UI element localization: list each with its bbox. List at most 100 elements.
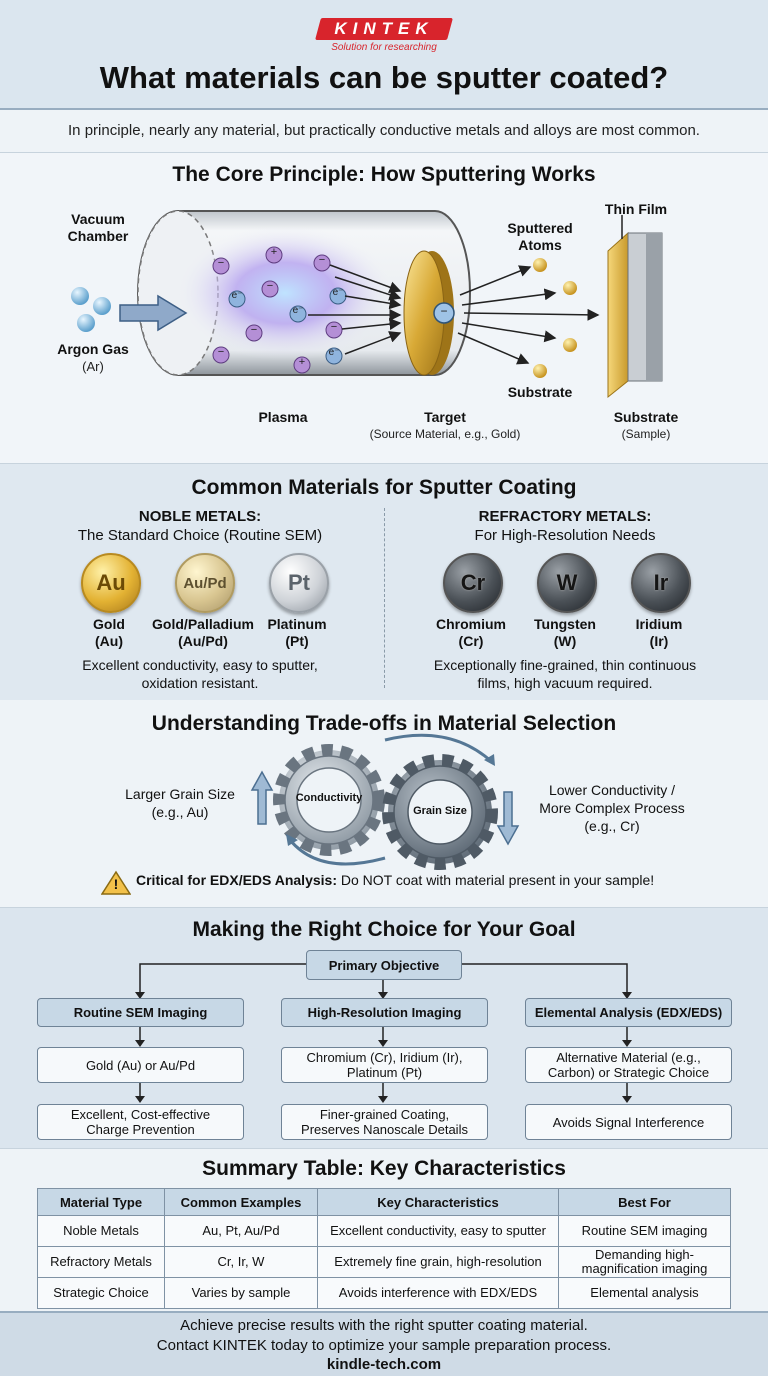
label-line: Larger Grain Size: [125, 786, 235, 802]
ion-particle: [212, 346, 230, 364]
material-name: Gold(Au): [54, 616, 164, 650]
sputtered-atom: [533, 258, 547, 272]
ion-sign: −: [217, 346, 225, 358]
table-cell: Demanding high-magnification imaging: [558, 1246, 731, 1278]
table-header-row: Material Type Common Examples Key Charac…: [37, 1188, 731, 1216]
noble-description: Excellent conductivity, easy to sputter,…: [30, 656, 370, 692]
table-header: Material Type: [37, 1188, 165, 1216]
substrate-mid-label: Substrate: [507, 384, 573, 400]
argon-atom: [77, 314, 95, 332]
tungsten-coin-icon: W: [537, 553, 597, 613]
box-line: Platinum (Pt): [346, 1065, 423, 1080]
coin-symbol: Pt: [288, 570, 310, 595]
elemental-analysis-box: Elemental Analysis (EDX/EDS): [525, 998, 732, 1027]
abbr-text: (Cr): [458, 633, 484, 649]
thin-film-label: Thin Film: [604, 201, 668, 217]
sputtered-atom: [563, 281, 577, 295]
table-cell: Extremely fine grain, high-resolution: [317, 1246, 559, 1278]
desc-line: films, high vacuum required.: [477, 675, 653, 691]
ion-particle: [212, 257, 230, 275]
material-name: Platinum(Pt): [242, 616, 352, 650]
down-arrow-icon: [496, 791, 520, 846]
table-header: Common Examples: [164, 1188, 318, 1216]
label-line: (e.g., Au): [151, 804, 209, 820]
footer-url[interactable]: kindle-tech.com: [326, 1356, 442, 1373]
high-res-material-box: Chromium (Cr), Iridium (Ir), Platinum (P…: [281, 1047, 488, 1083]
target-sublabel: (Source Material, e.g., Gold): [369, 427, 521, 441]
argon-symbol: (Ar): [82, 359, 104, 374]
thin-film: [607, 231, 629, 399]
grain-size-gear-icon: [382, 754, 498, 870]
box-line: Finer-grained Coating,: [319, 1107, 450, 1122]
box-line: Charge Prevention: [86, 1122, 195, 1137]
sputtered-atoms-label: Sputtered Atoms: [494, 220, 586, 254]
label-line: (e.g., Cr): [584, 818, 640, 834]
ion-sign: −: [330, 321, 338, 333]
label-line: Chamber: [67, 228, 129, 244]
ion-particle: [313, 254, 331, 272]
material-name: Gold/Palladium(Au/Pd): [148, 616, 258, 650]
target-charge-sign: −: [440, 304, 448, 318]
divider: [384, 508, 385, 688]
ion-particle: [265, 246, 283, 264]
name-text: Iridium: [635, 616, 683, 632]
high-res-result-box: Finer-grained Coating, Preserves Nanosca…: [281, 1104, 488, 1140]
choice-title: Making the Right Choice for Your Goal: [192, 918, 576, 941]
gear-diagram: [250, 733, 520, 870]
summary-title: Summary Table: Key Characteristics: [202, 1157, 566, 1180]
table-cell: Elemental analysis: [558, 1277, 731, 1309]
gold-palladium-coin-icon: Au/Pd: [175, 553, 235, 613]
ion-particle: [261, 280, 279, 298]
cycle-arrow: [384, 733, 494, 764]
abbr-text: (Pt): [285, 633, 309, 649]
target-label: Target: [424, 409, 466, 425]
electron-sign: e⁻: [332, 287, 344, 298]
desc-line: Exceptionally fine-grained, thin continu…: [433, 657, 697, 673]
substrate-label: Substrate: [613, 409, 679, 425]
warning-text: Do NOT coat with material present in you…: [336, 872, 655, 888]
table-cell: Refractory Metals: [37, 1246, 165, 1278]
principle-title: The Core Principle: How Sputtering Works: [172, 163, 596, 186]
table-cell: Strategic Choice: [37, 1277, 165, 1309]
electron-particle: [228, 290, 246, 308]
table-cell: Routine SEM imaging: [558, 1215, 731, 1247]
flow-connectors: [135, 963, 632, 1103]
table-row: Noble Metals Au, Pt, Au/Pd Excellent con…: [37, 1215, 731, 1247]
ion-sign: −: [266, 280, 274, 292]
noble-subtitle: The Standard Choice (Routine SEM): [77, 527, 323, 544]
material-name: Chromium(Cr): [416, 616, 526, 650]
desc-line: Excellent conductivity, easy to sputter,: [82, 657, 318, 673]
table-header: Best For: [558, 1188, 731, 1216]
label-line: More Complex Process: [539, 800, 685, 816]
target-charge: [433, 302, 455, 324]
vacuum-chamber-label: Vacuum Chamber: [58, 211, 138, 245]
routine-material-box: Gold (Au) or Au/Pd: [37, 1047, 244, 1083]
ion-particle: [293, 356, 311, 374]
choice-section: Making the Right Choice for Your Goal: [0, 908, 768, 1149]
ion-sign: +: [298, 356, 306, 368]
name-text: Chromium: [436, 616, 506, 632]
materials-title: Common Materials for Sputter Coating: [191, 476, 577, 499]
footer-line: Contact KINTEK today to optimize your sa…: [156, 1337, 612, 1354]
plasma-glow: [175, 225, 395, 361]
subtitle-band: In principle, nearly any material, but p…: [0, 110, 768, 153]
substrate-sublabel: (Sample): [621, 427, 671, 441]
ion-sign: +: [270, 246, 278, 258]
electron-sign: e⁻: [231, 290, 243, 301]
electron-particle: [325, 347, 343, 365]
table-cell: Au, Pt, Au/Pd: [164, 1215, 318, 1247]
right-label: Lower Conductivity / More Complex Proces…: [522, 781, 702, 835]
box-line: Alternative Material (e.g.,: [556, 1050, 701, 1065]
label-line: Vacuum: [71, 211, 125, 227]
summary-table: Material Type Common Examples Key Charac…: [37, 1188, 731, 1309]
coin-symbol: Ir: [653, 570, 669, 595]
materials-section: Common Materials for Sputter Coating NOB…: [0, 464, 768, 701]
gear-label-conductivity: Conductivity: [295, 792, 363, 804]
sputtering-diagram: [71, 210, 663, 399]
name-text: Tungsten: [534, 616, 596, 632]
name-text: Gold: [93, 616, 125, 632]
edx-warning: Critical for EDX/EDS Analysis: Do NOT co…: [136, 872, 654, 888]
abbr-text: (W): [553, 633, 577, 649]
warning-icon: [101, 870, 131, 895]
plasma-label: Plasma: [258, 409, 308, 425]
